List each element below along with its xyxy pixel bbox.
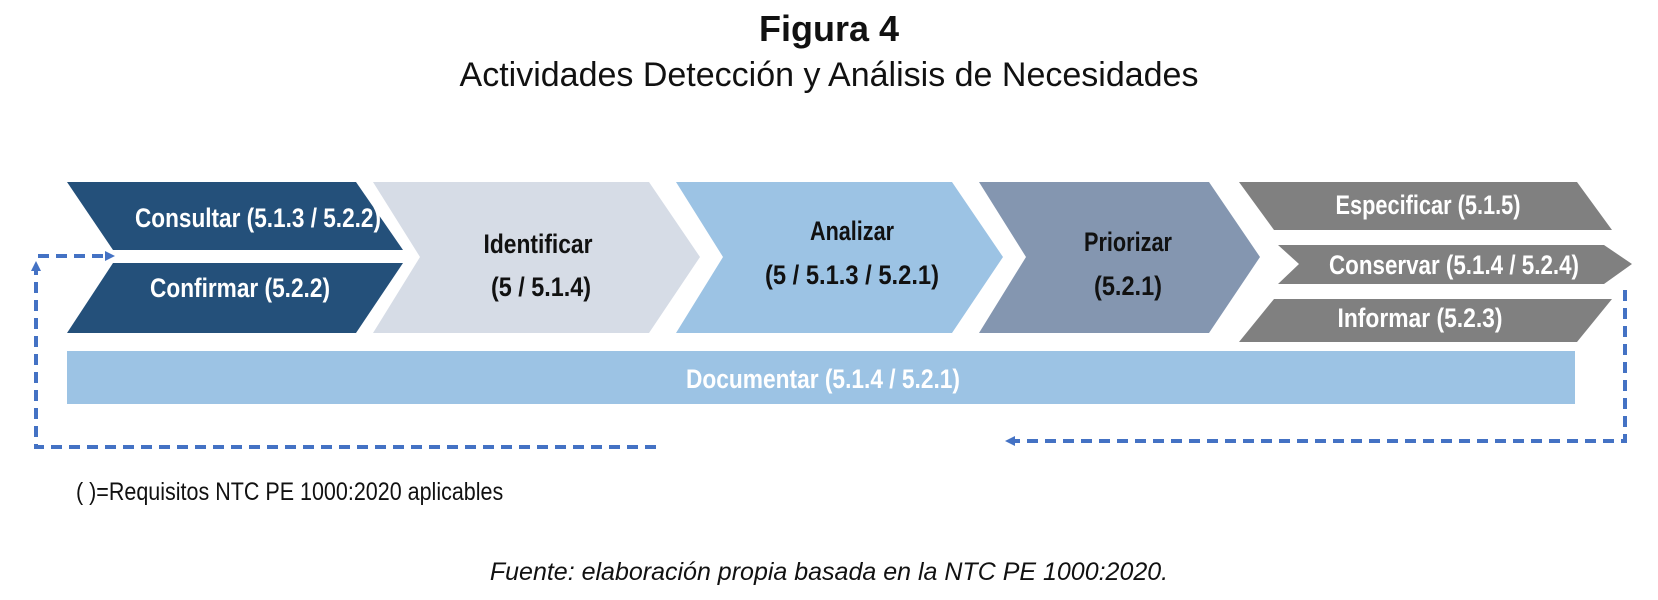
identificar-shape [373, 182, 700, 333]
analizar-reqs: (5 / 5.1.3 / 5.2.1) [765, 260, 939, 290]
figure-title: Figura 4 [758, 8, 900, 49]
analizar-label: Analizar [810, 216, 894, 246]
consultar-label: Consultar (5.1.3 / 5.2.2) [135, 203, 381, 233]
conservar-label: Conservar (5.1.4 / 5.2.4) [1329, 250, 1579, 280]
requirements-note: ( )=Requisitos NTC PE 1000:2020 aplicabl… [76, 478, 504, 506]
priorizar-reqs: (5.2.1) [1094, 271, 1162, 301]
conservar-shape [1278, 245, 1632, 284]
source-caption: Fuente: elaboración propia basada en la … [489, 558, 1169, 586]
analizar-shape [676, 182, 1003, 333]
confirmar-shape [67, 263, 403, 333]
figure-subtitle: Actividades Detección y Análisis de Nece… [459, 56, 1199, 94]
especificar-shape [1239, 182, 1612, 230]
priorizar-label: Priorizar [1084, 227, 1172, 257]
informar-shape [1239, 299, 1612, 342]
priorizar-shape [979, 182, 1260, 333]
identificar-label: Identificar [484, 229, 593, 259]
feedback-arrow-right [1005, 290, 1627, 446]
consultar-shape [67, 182, 403, 250]
confirmar-label: Confirmar (5.2.2) [150, 273, 330, 303]
especificar-label: Especificar (5.1.5) [1336, 190, 1521, 220]
informar-label: Informar (5.2.3) [1338, 303, 1503, 333]
identificar-reqs: (5 / 5.1.4) [491, 272, 591, 302]
documentar-label: Documentar (5.1.4 / 5.2.1) [686, 364, 960, 394]
documentar-bar [67, 351, 1575, 404]
feedback-arrow-left [31, 261, 656, 449]
